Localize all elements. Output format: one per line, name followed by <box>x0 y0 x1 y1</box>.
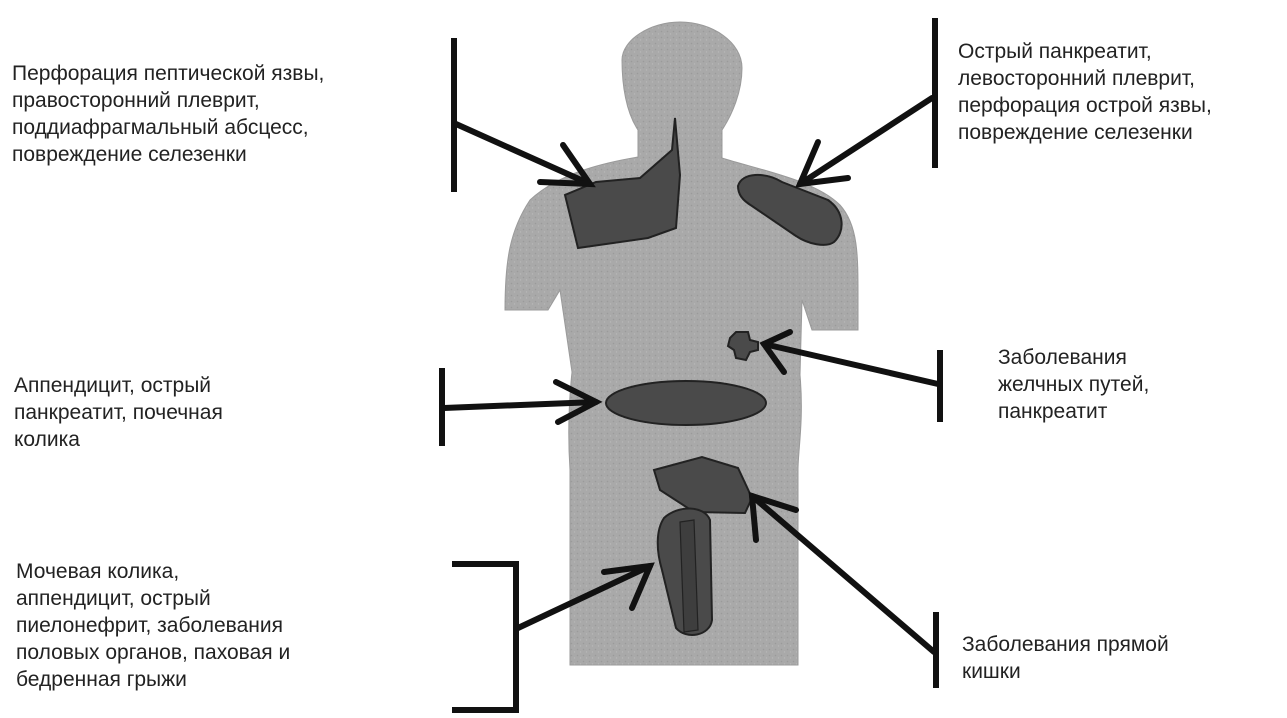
label-line: аппендицит, острый <box>16 585 290 612</box>
label-mid-right: Заболевания желчных путей, панкреатит <box>998 344 1149 425</box>
label-line: повреждение селезенки <box>958 119 1212 146</box>
label-top-right: Острый панкреатит, левосторонний плеврит… <box>958 38 1212 146</box>
label-line: Заболевания <box>998 344 1149 371</box>
label-line: Мочевая колика, <box>16 558 290 585</box>
label-line: панкреатит, почечная <box>14 399 223 426</box>
label-mid-left: Аппендицит, острый панкреатит, почечная … <box>14 372 223 453</box>
label-line: Острый панкреатит, <box>958 38 1212 65</box>
label-line: левосторонний плеврит, <box>958 65 1212 92</box>
label-line: Заболевания прямой <box>962 631 1169 658</box>
label-line: Аппендицит, острый <box>14 372 223 399</box>
label-bottom-left: Мочевая колика, аппендицит, острый пиело… <box>16 558 290 693</box>
label-top-left: Перфорация пептической язвы, правосторон… <box>12 60 324 168</box>
bottom-left-bracket <box>452 564 516 710</box>
label-line: половых органов, паховая и <box>16 639 290 666</box>
label-line: колика <box>14 426 223 453</box>
label-line: кишки <box>962 658 1169 685</box>
abdomen-band-zone <box>606 381 766 425</box>
label-line: перфорация острой язвы, <box>958 92 1212 119</box>
label-line: пиелонефрит, заболевания <box>16 612 290 639</box>
label-line: желчных путей, <box>998 371 1149 398</box>
label-bottom-right: Заболевания прямой кишки <box>962 631 1169 685</box>
label-line: поддиафрагмальный абсцесс, <box>12 114 324 141</box>
label-line: правосторонний плеврит, <box>12 87 324 114</box>
label-line: панкреатит <box>998 398 1149 425</box>
label-line: Перфорация пептической язвы, <box>12 60 324 87</box>
label-line: повреждение селезенки <box>12 141 324 168</box>
label-line: бедренная грыжи <box>16 666 290 693</box>
